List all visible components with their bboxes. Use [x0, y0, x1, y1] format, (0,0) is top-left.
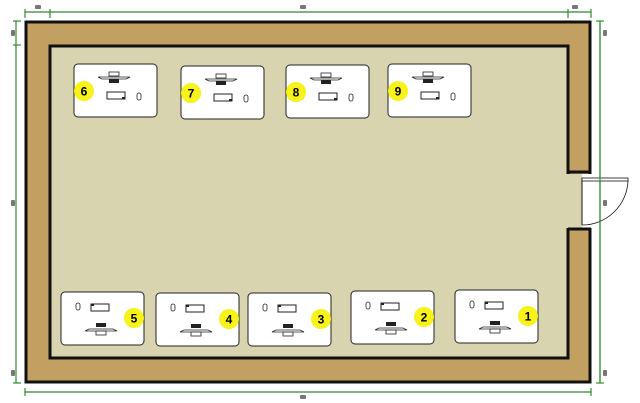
- keyboard-icon: [420, 91, 440, 100]
- desk-number: 6: [81, 85, 88, 99]
- desk-number: 5: [131, 312, 138, 326]
- keyboard-icon: [277, 304, 297, 313]
- desk-number-badge: 4: [219, 309, 239, 329]
- keyboard-icon: [484, 301, 504, 310]
- monitor-icon: [97, 71, 131, 83]
- keyboard-icon: [185, 304, 205, 313]
- desk-number: 2: [421, 311, 428, 325]
- desk-workstation[interactable]: 5: [60, 291, 145, 346]
- keyboard-icon: [90, 303, 110, 312]
- desk-workstation[interactable]: 3: [247, 292, 332, 347]
- monitor-icon: [271, 324, 305, 337]
- mouse-icon: [136, 92, 142, 101]
- monitor-icon: [84, 323, 118, 336]
- monitor-icon: [411, 71, 445, 83]
- desk-number: 3: [318, 313, 325, 327]
- desk-number: 7: [188, 87, 195, 101]
- desk-number: 9: [395, 85, 402, 99]
- desk-number-badge: 2: [414, 307, 434, 327]
- desk-workstation[interactable]: 1: [454, 289, 539, 344]
- desk-number-badge: 7: [181, 83, 201, 103]
- desk-workstation[interactable]: 6: [73, 63, 158, 118]
- mouse-icon: [243, 94, 249, 103]
- monitor-icon: [478, 321, 512, 334]
- desk-number: 1: [525, 310, 532, 324]
- mouse-icon: [75, 302, 81, 311]
- mouse-icon: [170, 303, 176, 312]
- dimension-markers: [11, 5, 607, 399]
- mouse-icon: [469, 300, 475, 309]
- monitor-icon: [204, 73, 238, 85]
- desk-number-badge: 5: [124, 308, 144, 328]
- monitor-icon: [374, 322, 408, 335]
- keyboard-icon: [213, 93, 233, 102]
- desk-workstation[interactable]: 9: [387, 63, 472, 118]
- keyboard-icon: [380, 302, 400, 311]
- desk-workstation[interactable]: 4: [155, 292, 240, 347]
- desk-number: 8: [293, 86, 300, 100]
- desk-workstation[interactable]: 2: [350, 290, 435, 345]
- desk-number: 4: [226, 313, 233, 327]
- desk-number-badge: 9: [388, 81, 408, 101]
- desk-number-badge: 8: [286, 82, 306, 102]
- mouse-icon: [348, 93, 354, 102]
- desk-number-badge: 1: [518, 306, 538, 326]
- mouse-icon: [262, 303, 268, 312]
- mouse-icon: [365, 301, 371, 310]
- desk-number-badge: 3: [311, 309, 331, 329]
- monitor-icon: [309, 72, 343, 84]
- desk-workstation[interactable]: 8: [285, 64, 370, 119]
- keyboard-icon: [318, 92, 338, 101]
- mouse-icon: [450, 92, 456, 101]
- desk-workstation[interactable]: 7: [180, 65, 265, 120]
- keyboard-icon: [106, 91, 126, 100]
- door-swing-icon[interactable]: [566, 21, 629, 383]
- monitor-icon: [179, 324, 213, 337]
- desk-number-badge: 6: [74, 81, 94, 101]
